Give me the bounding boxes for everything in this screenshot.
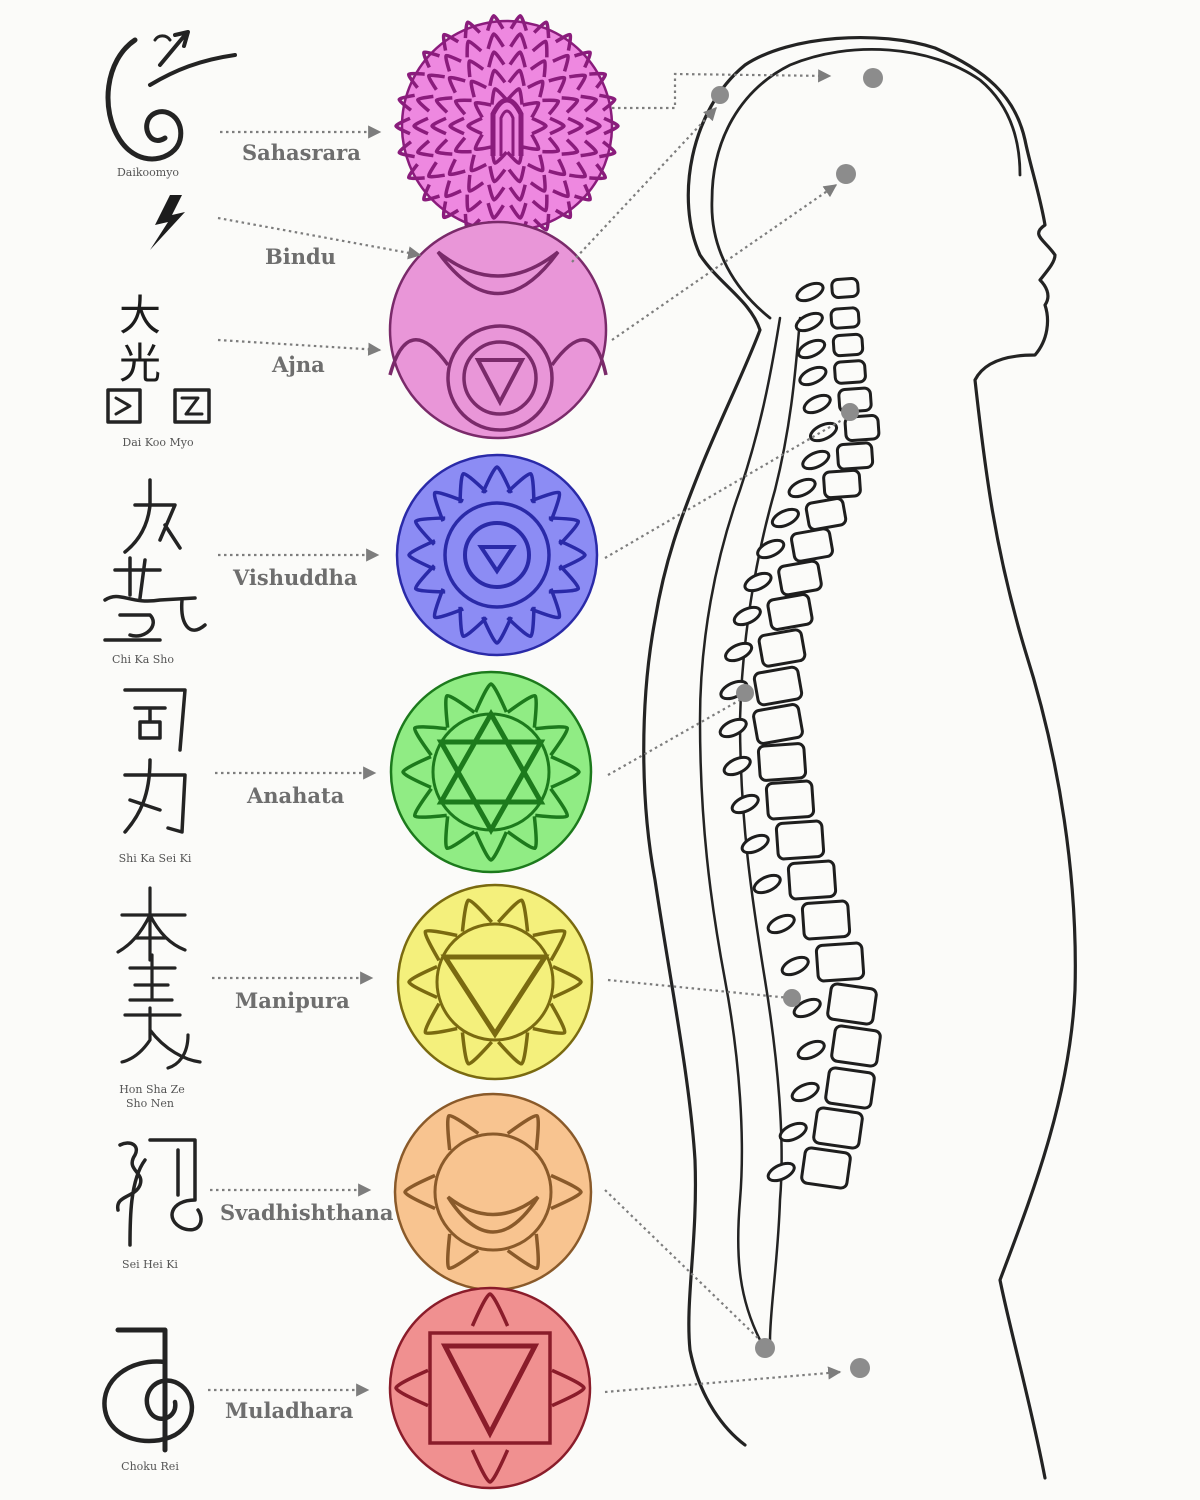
caption-choku-rei: Choku Rei [121, 1460, 179, 1473]
spinous-process [798, 365, 828, 387]
vertebra [800, 899, 852, 941]
vertebra [843, 414, 881, 442]
spinous-process [801, 449, 831, 471]
caption-sei-hei-ki: Sei Hei Ki [122, 1258, 178, 1271]
body-silhouette [642, 35, 1077, 1480]
vertebra [764, 779, 816, 821]
vertebra [752, 703, 804, 745]
vertebra [826, 982, 878, 1026]
vertebra [804, 497, 848, 531]
kanji-koo: 光 [119, 339, 161, 388]
caption-daikoomyo: Daikoomyo [117, 166, 179, 179]
spinous-process [794, 311, 824, 333]
vertebra [752, 665, 804, 707]
caption-sho-nen: Sho Nen [126, 1097, 174, 1110]
chakra-sahasrara-icon [394, 14, 620, 238]
symbol-captions: Daikoomyo Dai Koo Myo Chi Ka Sho Shi Ka … [112, 166, 194, 1473]
vertebra [812, 1106, 864, 1150]
body-arrows [571, 69, 843, 1394]
spinous-process [790, 1081, 820, 1103]
sei-hei-ki-symbol-icon [116, 1138, 203, 1247]
spinous-process [766, 913, 796, 935]
label-svadhishthana: Svadhishthana [220, 1200, 394, 1225]
spinous-process [722, 755, 752, 777]
spinous-process [780, 955, 810, 977]
caption-shi-ka-sei-ki: Shi Ka Sei Ki [119, 852, 192, 865]
spinous-process [787, 477, 817, 499]
chakra-svadhishthana-icon [393, 1092, 593, 1292]
chi-ka-sho-symbol-icon [103, 478, 207, 642]
lightning-symbol-icon [150, 195, 185, 250]
vertebra [829, 306, 861, 330]
label-vishuddha: Vishuddha [232, 565, 358, 590]
vertebra [830, 1024, 882, 1068]
spinous-process [792, 997, 822, 1019]
vertebra [766, 593, 814, 631]
vertebra [831, 332, 865, 358]
label-anahata: Anahata [246, 783, 345, 808]
chakra-manipura-icon [396, 883, 594, 1081]
spinous-process [756, 538, 786, 560]
label-bindu: Bindu [265, 244, 336, 269]
vertebra [777, 559, 823, 597]
spinous-process [796, 1039, 826, 1061]
label-ajna: Ajna [271, 352, 325, 377]
vertebra [814, 941, 866, 983]
label-muladhara: Muladhara [225, 1398, 354, 1423]
chakra-bindu-icon [388, 220, 608, 440]
vertebra [824, 1066, 876, 1110]
chakra-column [388, 14, 620, 1490]
vertebra [822, 468, 862, 500]
choku-rei-symbol-icon [102, 1327, 195, 1453]
chakra-vishuddha-icon [395, 453, 599, 657]
spinous-process [718, 717, 748, 739]
vertebra [833, 359, 867, 385]
chakra-anahata-icon [389, 670, 593, 874]
vertebra [830, 277, 860, 299]
reiki-symbols [102, 30, 237, 1453]
chakra-labels: Sahasrara Bindu Ajna Vishuddha Anahata M… [220, 140, 394, 1423]
caption-dai-koo-myo: Dai Koo Myo [122, 436, 194, 449]
vertebra [757, 628, 807, 668]
spinous-process [797, 338, 827, 360]
spinous-process [743, 571, 773, 593]
spinous-process [730, 793, 760, 815]
hon-sha-ze-sho-nen-symbol-icon [116, 886, 202, 1070]
symbol-arrows [208, 125, 422, 1397]
label-sahasrara: Sahasrara [242, 140, 361, 165]
vertebra [790, 527, 834, 563]
kanji-dai: 大 [119, 291, 161, 340]
vertebra [835, 441, 875, 471]
spinous-process [732, 605, 762, 627]
vertebra [786, 859, 838, 901]
label-manipura: Manipura [235, 988, 350, 1013]
dai-koomyo-symbol-icon [105, 30, 237, 162]
caption-hon-sha-ze: Hon Sha Ze [119, 1083, 185, 1096]
spinous-process [778, 1121, 808, 1143]
ajna-kanji: 大 光 [119, 291, 161, 388]
spinous-process [802, 393, 832, 415]
dai-koo-myo-symbol-icon [106, 388, 211, 424]
body-points [711, 68, 883, 1378]
spinous-process [752, 873, 782, 895]
vertebra [756, 742, 808, 782]
spinous-process [724, 641, 754, 663]
spinous-process [740, 833, 770, 855]
chakra-muladhara-icon [388, 1286, 592, 1490]
caption-chi-ka-sho: Chi Ka Sho [112, 653, 174, 666]
spine-vertebrae [718, 277, 882, 1190]
vertebra [800, 1146, 852, 1190]
spinous-process [770, 507, 800, 529]
vertebra [774, 819, 826, 861]
shi-ka-sei-ki-symbol-icon [123, 688, 187, 834]
spinous-process [795, 281, 825, 303]
spinous-process [766, 1161, 796, 1183]
